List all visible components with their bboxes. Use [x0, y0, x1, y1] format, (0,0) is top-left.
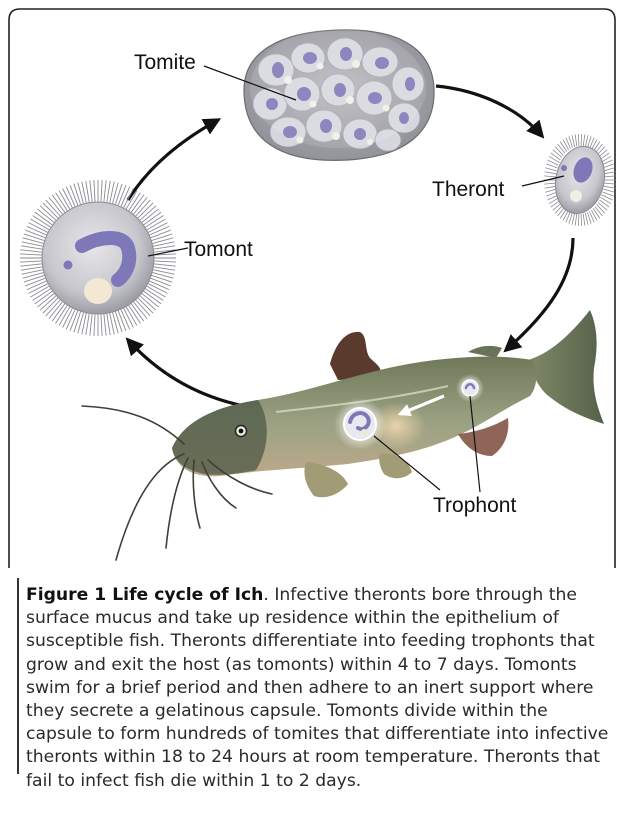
label-trophont: Trophont: [433, 495, 516, 516]
life-cycle-diagram: [8, 8, 616, 568]
tail-fin: [528, 310, 604, 424]
caption-body: . Infective theronts bore through the su…: [26, 585, 608, 791]
caption-title: Figure 1 Life cycle of Ich: [26, 585, 263, 605]
label-theront: Theront: [432, 179, 504, 200]
catfish: [82, 310, 604, 560]
arrow-tomont-to-tomite: [128, 120, 218, 200]
tomite-cyst: [244, 28, 434, 160]
theront-cell: [544, 134, 616, 226]
label-tomont: Tomont: [184, 239, 253, 260]
arrow-theront-to-fish: [506, 238, 573, 350]
caption-rule: [17, 578, 19, 774]
figure-caption: Figure 1 Life cycle of Ich. Infective th…: [26, 584, 616, 793]
tomont-cell: [20, 180, 176, 336]
arrow-tomite-to-theront: [436, 86, 542, 136]
pectoral-fin: [304, 462, 348, 497]
arrow-fish-to-tomont: [128, 340, 244, 406]
trophont-large: [334, 398, 386, 450]
figure-frame: Tomite Theront Tomont Trophont Figure 1 …: [8, 8, 616, 810]
label-tomite: Tomite: [134, 52, 196, 73]
